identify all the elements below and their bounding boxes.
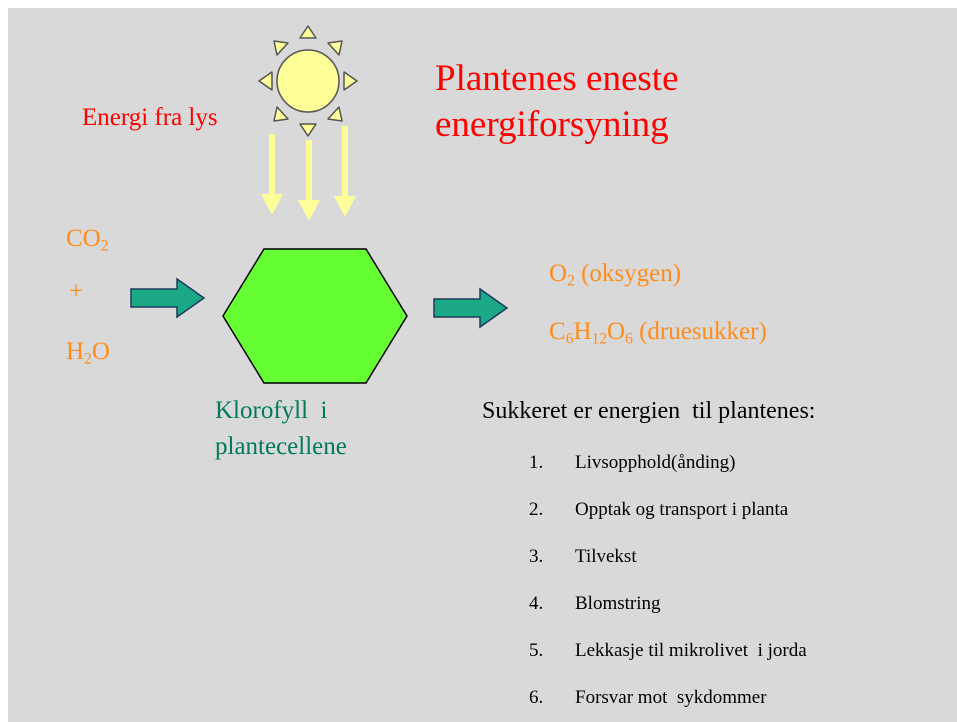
light-arrow-icon xyxy=(298,140,320,221)
light-arrow-icon xyxy=(261,134,283,215)
sun-icon xyxy=(258,25,358,137)
input-h2o: H2O xyxy=(66,338,110,368)
title-line-1: Plantenes eneste xyxy=(435,58,679,99)
list-item: 5.Lekkasje til mikrolivet i jorda xyxy=(529,640,807,661)
chlorophyll-label-line-2: plantecellene xyxy=(215,433,347,460)
title-line-2: energiforsyning xyxy=(435,104,669,145)
slide-title: Plantenes eneste energiforsyning xyxy=(435,56,679,148)
list-item: 6.Forsvar mot sykdommer xyxy=(529,687,767,708)
list-item: 4.Blomstring xyxy=(529,593,661,614)
output-o2: O2 (oksygen) xyxy=(549,260,682,290)
sugar-heading: Sukkeret er energien til plantenes: xyxy=(482,398,816,424)
chlorophyll-hexagon xyxy=(222,248,408,384)
slide: Plantenes eneste energiforsyning Energi … xyxy=(8,8,957,722)
list-item: 3.Tilvekst xyxy=(529,546,637,567)
list-item: 1.Livsopphold(ånding) xyxy=(529,452,736,473)
chlorophyll-label: Klorofyll i plantecellene xyxy=(215,393,347,465)
list-item: 2.Opptak og transport i planta xyxy=(529,499,789,520)
chlorophyll-label-line-1: Klorofyll i xyxy=(215,397,328,424)
input-arrow-icon xyxy=(130,277,206,319)
input-co2: CO2 xyxy=(66,225,109,255)
output-glucose: C6H12O6 (druesukker) xyxy=(549,318,767,348)
input-plus: + xyxy=(69,278,84,305)
light-arrow-icon xyxy=(334,126,356,217)
energy-label: Energi fra lys xyxy=(82,104,218,131)
output-arrow-icon xyxy=(433,287,509,329)
